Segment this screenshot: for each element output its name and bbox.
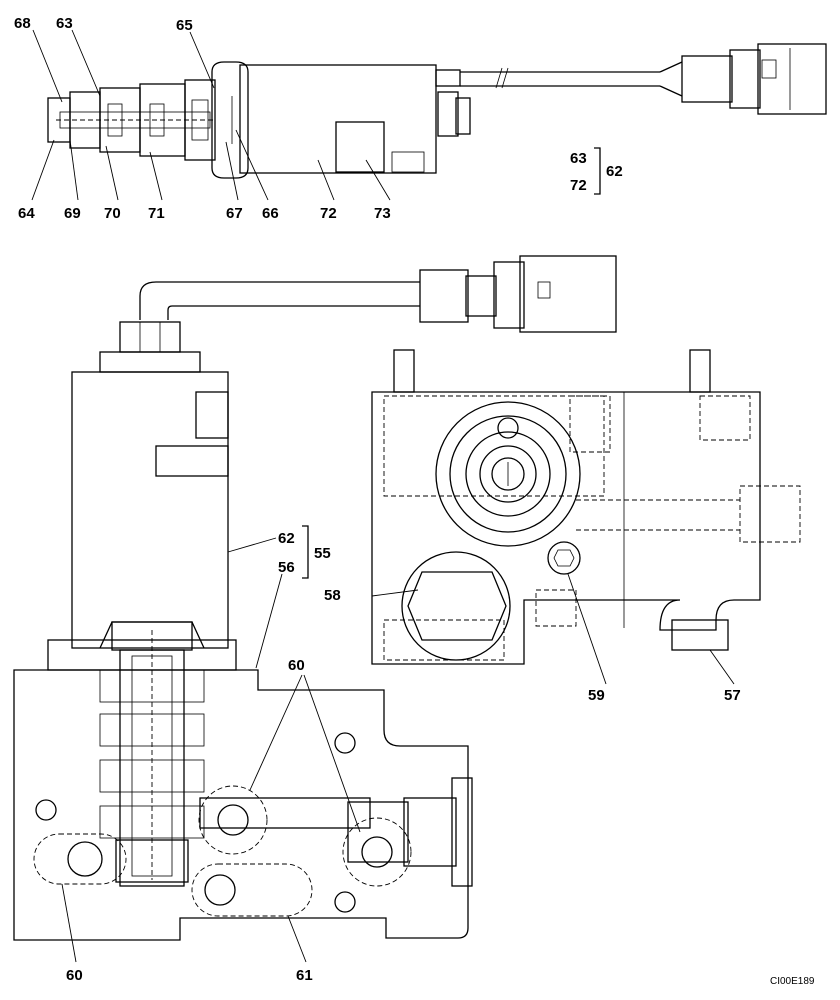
callout-68: 68 [14, 15, 31, 32]
group-55-item-b: 56 [278, 559, 295, 576]
callout-73: 73 [374, 205, 391, 222]
callout-65: 65 [176, 17, 193, 34]
lower-right-valve-block [371, 349, 801, 685]
group-bracket-62: 63 72 62 [570, 147, 623, 195]
callout-64: 64 [18, 205, 35, 222]
group-bracket-55: 62 56 55 [278, 525, 331, 579]
group-55-item-a: 62 [278, 530, 295, 547]
callout-61: 61 [296, 967, 313, 984]
callout-59: 59 [588, 687, 605, 704]
figure-code: CI00E189 [770, 976, 815, 987]
group-62-item-a: 63 [570, 150, 587, 167]
lower-left-valve-assembly [13, 255, 617, 963]
callout-63: 63 [56, 15, 73, 32]
callout-71: 71 [148, 205, 165, 222]
group-62-parent: 62 [606, 163, 623, 180]
top-callouts: 68 63 65 64 69 70 71 67 66 72 73 [14, 15, 391, 222]
callout-72: 72 [320, 205, 337, 222]
callout-67: 67 [226, 205, 243, 222]
group-62-item-b: 72 [570, 177, 587, 194]
bottom-callouts: 58 59 57 60 60 61 [66, 587, 741, 984]
callout-60-upper: 60 [288, 657, 305, 674]
callout-57: 57 [724, 687, 741, 704]
top-solenoid-assembly [31, 29, 827, 201]
callout-60-lower: 60 [66, 967, 83, 984]
callout-66: 66 [262, 205, 279, 222]
callout-70: 70 [104, 205, 121, 222]
callout-69: 69 [64, 205, 81, 222]
callout-58: 58 [324, 587, 341, 604]
group-55-parent: 55 [314, 545, 331, 562]
